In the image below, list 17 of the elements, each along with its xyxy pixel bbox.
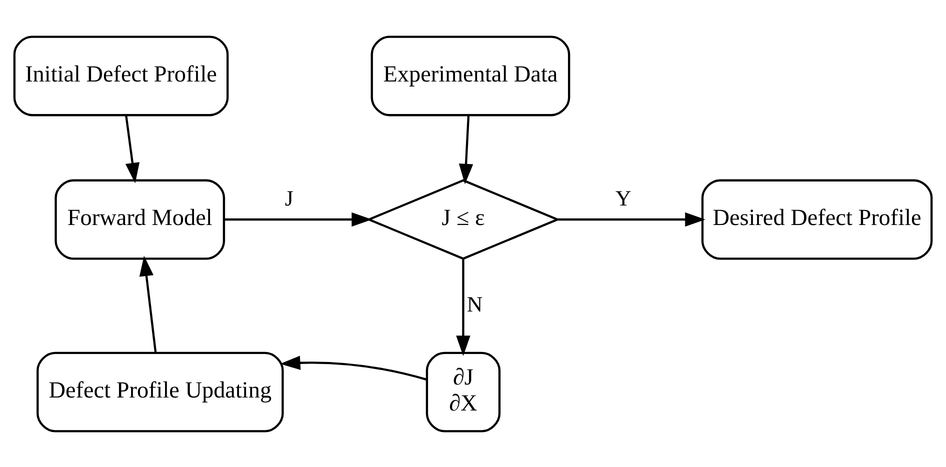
arrow (139, 255, 157, 352)
node-diamond: J ≤ ε (366, 178, 560, 260)
edge-label: J (284, 186, 294, 210)
arrow (224, 212, 372, 226)
node-box: Initial Defect Profile (13, 35, 229, 116)
arrow (458, 114, 474, 184)
arrow (456, 258, 470, 356)
edge-label: N (466, 292, 483, 316)
arrow (280, 355, 427, 380)
node-box: Experimental Data (370, 35, 570, 116)
node-box: Defect Profile Updating (36, 351, 284, 432)
node-box: Forward Model (54, 178, 226, 260)
arrow (125, 114, 140, 183)
node-box: ∂J ∂X (426, 351, 501, 432)
node-box: Desired Defect Profile (701, 178, 933, 260)
arrow (558, 212, 706, 226)
edge-label: Y (615, 186, 632, 210)
